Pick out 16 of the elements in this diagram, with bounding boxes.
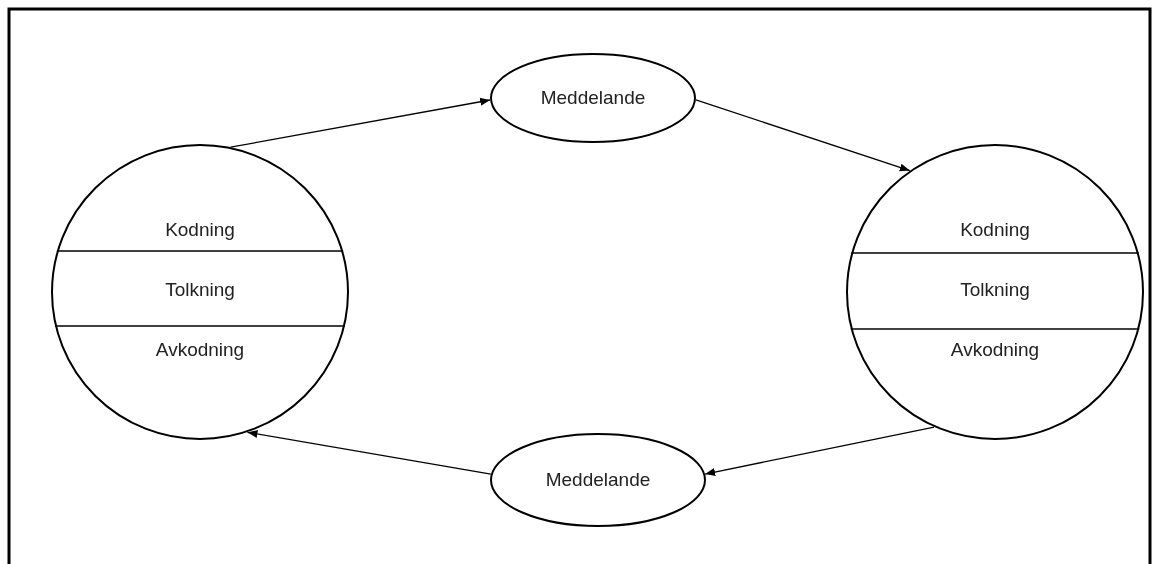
- arrow: [229, 97, 491, 148]
- arrow: [246, 430, 492, 475]
- node-label: Tolkning: [164, 278, 236, 302]
- ellipse-node: [490, 433, 706, 527]
- node-label: Meddelande: [539, 86, 647, 110]
- node-label: Avkodning: [154, 338, 246, 362]
- node-label: Kodning: [164, 218, 236, 242]
- arrow: [695, 99, 911, 172]
- circle-node: [51, 144, 349, 440]
- ellipse-node: [490, 53, 696, 143]
- node-label: Tolkning: [959, 278, 1031, 302]
- circle-node: [846, 144, 1144, 440]
- arrow: [704, 426, 935, 476]
- node-label: Kodning: [959, 218, 1031, 242]
- node-label: Meddelande: [544, 468, 652, 492]
- node-label: Avkodning: [949, 338, 1041, 362]
